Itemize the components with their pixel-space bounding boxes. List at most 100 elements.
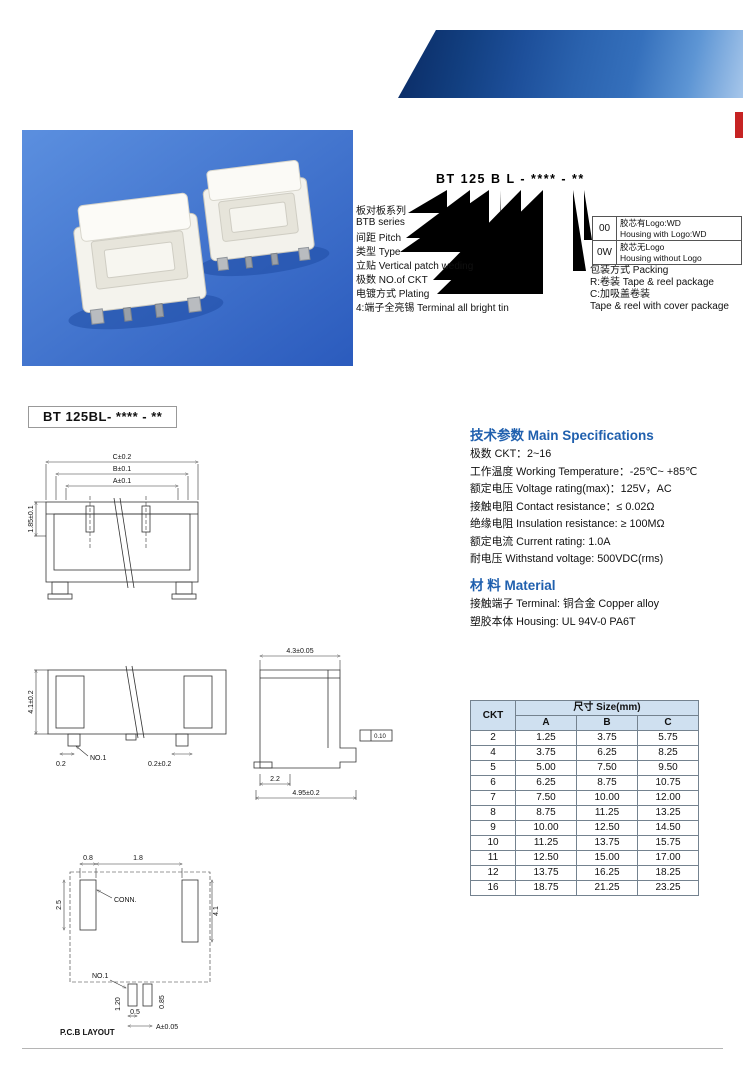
spec-item: 工作温度 Working Temperature：-25℃~ +85℃ — [470, 465, 698, 478]
table-cell: 8 — [470, 805, 516, 821]
dim-label: 4.95±0.2 — [292, 790, 319, 797]
logo-desc-en: Housing with Logo:WD — [620, 228, 707, 239]
material-title: 材 料 Material — [470, 578, 556, 593]
table-cell: 9 — [470, 820, 516, 836]
table-cell: 12.50 — [515, 850, 577, 866]
specifications-title: 技术参数 Main Specifications — [470, 428, 654, 443]
table-cell: 13.25 — [637, 805, 699, 821]
dim-label: NO.1 — [90, 755, 106, 762]
model-label: BT 125BL- **** - ** — [28, 406, 178, 428]
callout-packing-r: R:卷装 Tape & reel package — [590, 277, 714, 288]
table-cell: 1.25 — [515, 730, 577, 746]
table-cell: 3.75 — [576, 730, 638, 746]
spec-item: 接触电阻 Contact resistance：≤ 0.02Ω — [470, 500, 655, 513]
spec-item: 额定电压 Voltage rating(max)：125V，AC — [470, 483, 672, 495]
logo-desc-cn: 胶芯无Logo — [620, 242, 665, 252]
dim-label: 4.1 — [213, 906, 220, 916]
logo-option-code: 00 — [593, 217, 617, 240]
bottom-divider — [22, 1048, 723, 1049]
bottom-view-drawing: 4.1±0.2 0.2 NO.1 0.2±0.2 — [28, 665, 227, 768]
callout-pitch: 间距 Pitch — [356, 233, 402, 244]
table-cell: 9.50 — [637, 760, 699, 776]
part-number-code: BT 125 B L - **** - ** — [436, 172, 585, 186]
callout-packing: 包装方式 Packing — [590, 265, 669, 276]
callout-type: 类型 Type — [356, 247, 401, 258]
dim-label: 4.1±0.2 — [28, 690, 35, 713]
table-cell: 4 — [470, 745, 516, 761]
logo-option-row: 0W 胶芯无Logo Housing without Logo — [593, 240, 741, 264]
spec-item: 耐电压 Withstand voltage: 500VDC(rms) — [470, 553, 664, 565]
table-cell: 5.75 — [637, 730, 699, 746]
side-view-drawing: 4.3±0.05 0.10 2.2 4.95±0.2 — [253, 648, 393, 800]
table-cell: 14.50 — [637, 820, 699, 836]
dim-label: 1.8 — [133, 855, 143, 862]
table-cell: 12 — [470, 865, 516, 881]
material-item: 接触端子 Terminal: 铜合金 Copper alloy — [470, 598, 659, 610]
dim-label: C±0.2 — [113, 454, 132, 461]
col-header-size: 尺寸 Size(mm) — [515, 700, 699, 716]
table-cell: 5.00 — [515, 760, 577, 776]
table-cell: 7.50 — [515, 790, 577, 806]
callout-packing-c2: Tape & reel with cover package — [590, 301, 729, 312]
material-item: 塑胶本体 Housing: UL 94V-0 PA6T — [470, 615, 636, 628]
dim-label: 2.5 — [56, 900, 63, 910]
callout-packing-c: C:加吸盖卷装 — [590, 289, 650, 300]
table-cell: 10.75 — [637, 775, 699, 791]
spec-item: 额定电流 Current rating: 1.0A — [470, 535, 611, 548]
table-cell: 6.25 — [576, 745, 638, 761]
callout-btb-series: 板对板系列 BTB series — [356, 206, 406, 228]
logo-desc-en: Housing without Logo — [620, 252, 702, 263]
pcb-layout-caption: P.C.B LAYOUT — [60, 1028, 115, 1037]
dim-label: B±0.1 — [113, 466, 131, 473]
product-photo — [22, 130, 353, 366]
col-header-ckt: CKT — [470, 700, 516, 731]
product-photo-image — [22, 130, 353, 366]
dim-label: 0.8 — [83, 855, 93, 862]
dim-label: 0.2±0.2 — [148, 761, 171, 768]
table-cell: 21.25 — [576, 880, 638, 896]
logo-option-box: 00 胶芯有Logo:WD Housing with Logo:WD 0W 胶芯… — [592, 216, 742, 265]
table-cell: 18.75 — [515, 880, 577, 896]
table-cell: 12.00 — [637, 790, 699, 806]
table-cell: 18.25 — [637, 865, 699, 881]
table-cell: 23.25 — [637, 880, 699, 896]
table-cell: 16 — [470, 880, 516, 896]
logo-desc-cn: 胶芯有Logo:WD — [620, 218, 681, 228]
red-accent-bar — [735, 112, 743, 138]
table-cell: 11.25 — [515, 835, 577, 851]
table-cell: 10.00 — [576, 790, 638, 806]
dim-label: 0.85 — [159, 995, 166, 1009]
logo-option-row: 00 胶芯有Logo:WD Housing with Logo:WD — [593, 217, 741, 240]
table-cell: 6 — [470, 775, 516, 791]
table-cell: 16.25 — [576, 865, 638, 881]
callout-text: 板对板系列 — [356, 206, 406, 217]
table-cell: 11 — [470, 850, 516, 866]
callout-plating: 电镀方式 Plating — [356, 289, 430, 300]
table-cell: 13.75 — [576, 835, 638, 851]
dim-label: 0.2 — [56, 761, 66, 768]
table-cell: 11.25 — [576, 805, 638, 821]
dim-label: 1.20 — [115, 997, 122, 1011]
callout-mount: 立贴 Vertical patch weding — [356, 261, 474, 272]
callout-terminal: 4:端子全亮锡 Terminal all bright tin — [356, 303, 509, 314]
table-cell: 7 — [470, 790, 516, 806]
table-cell: 3.75 — [515, 745, 577, 761]
table-cell: 7.50 — [576, 760, 638, 776]
table-cell: 6.25 — [515, 775, 577, 791]
dim-label: 4.3±0.05 — [286, 648, 313, 655]
col-header-c: C — [637, 715, 699, 731]
dim-label: CONN. — [114, 897, 137, 904]
table-cell: 2 — [470, 730, 516, 746]
size-table-header: CKT 尺寸 Size(mm) A B C — [470, 700, 699, 731]
